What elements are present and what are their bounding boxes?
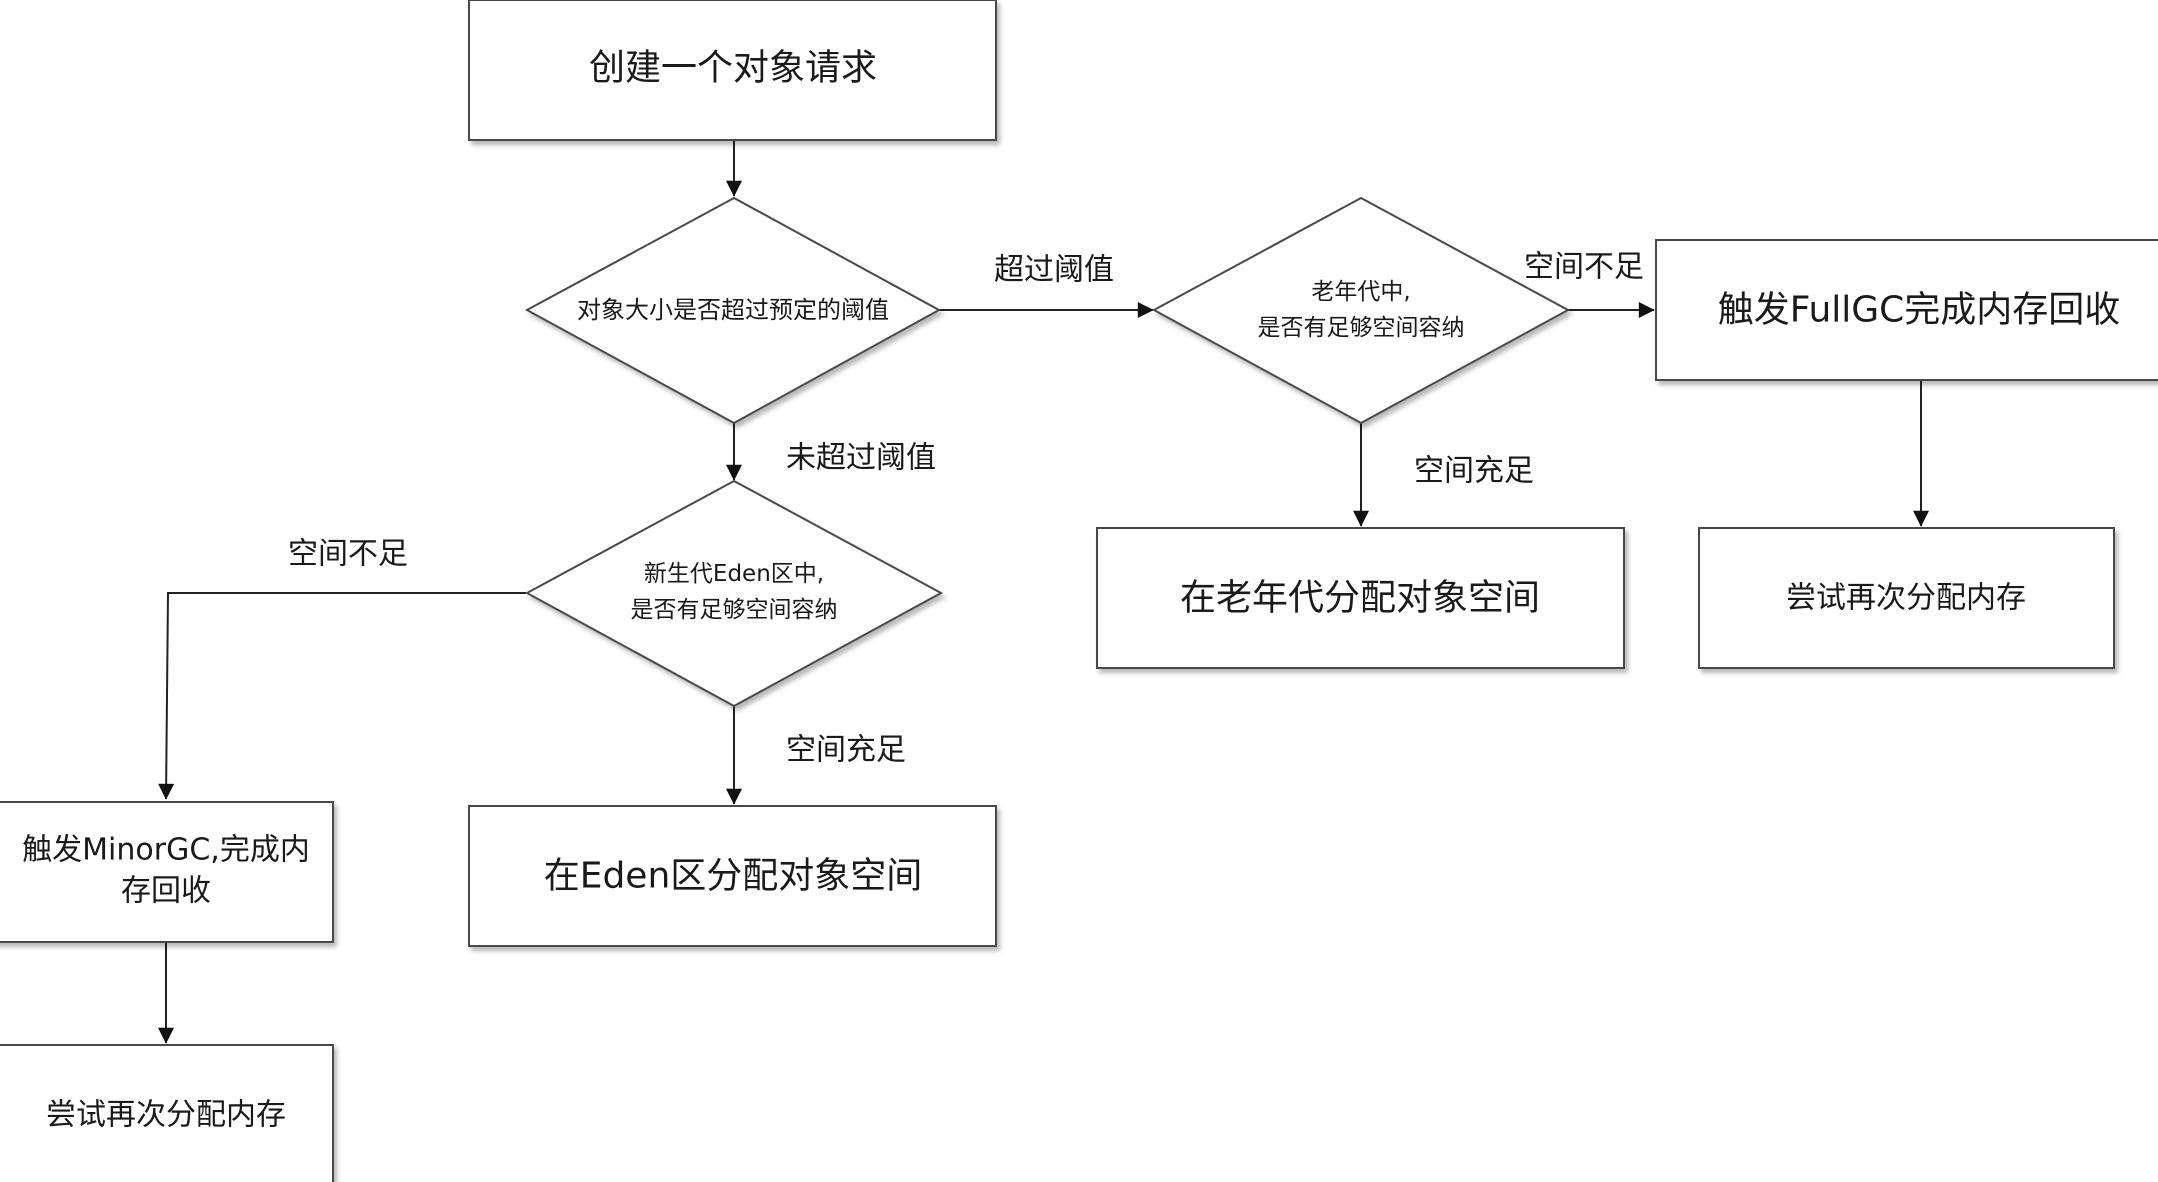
decision-eden-space: 新生代Eden区中, 是否有足够空间容纳	[524, 479, 944, 708]
node-minor-gc-line1: 触发MinorGC,完成内	[22, 833, 310, 868]
node-full-gc: 触发FullGC完成内存回收	[1655, 239, 2158, 381]
edge-label-eden-insufficient: 空间不足	[288, 537, 408, 572]
edge-eden-to-minorgc	[158, 592, 526, 800]
node-create-request: 创建一个对象请求	[468, 0, 997, 141]
node-create-request-label: 创建一个对象请求	[589, 48, 877, 89]
node-minor-gc: 触发MinorGC,完成内 存回收	[0, 801, 334, 943]
decision-old-gen-space-line2: 是否有足够空间容纳	[1258, 315, 1465, 341]
node-retry-alloc-left: 尝试再次分配内存	[0, 1044, 334, 1182]
edge-label-exceeds-threshold: 超过阈值	[994, 253, 1114, 288]
node-full-gc-label: 触发FullGC完成内存回收	[1718, 290, 2121, 331]
edge-label-not-exceeds-threshold: 未超过阈值	[786, 441, 936, 476]
node-retry-alloc-right-label: 尝试再次分配内存	[1786, 581, 2026, 616]
edge-label-old-insufficient: 空间不足	[1524, 250, 1644, 285]
decision-old-gen-space: 老年代中, 是否有足够空间容纳	[1151, 196, 1571, 425]
decision-eden-space-line1: 新生代Eden区中,	[644, 561, 824, 587]
edge-label-eden-sufficient: 空间充足	[786, 733, 906, 768]
node-alloc-old-gen-label: 在老年代分配对象空间	[1180, 578, 1540, 619]
edge-label-old-sufficient: 空间充足	[1414, 454, 1534, 489]
decision-eden-space-line2: 是否有足够空间容纳	[631, 597, 838, 623]
node-retry-alloc-right: 尝试再次分配内存	[1698, 527, 2115, 669]
node-minor-gc-line2: 存回收	[121, 874, 211, 909]
node-alloc-eden: 在Eden区分配对象空间	[468, 805, 997, 947]
node-retry-alloc-left-label: 尝试再次分配内存	[46, 1098, 286, 1133]
node-alloc-old-gen: 在老年代分配对象空间	[1096, 527, 1625, 669]
decision-old-gen-space-line1: 老年代中,	[1311, 279, 1410, 305]
node-alloc-eden-label: 在Eden区分配对象空间	[544, 856, 923, 897]
decision-size-check-label: 对象大小是否超过预定的阈值	[577, 296, 889, 324]
decision-size-check: 对象大小是否超过预定的阈值	[524, 196, 942, 425]
